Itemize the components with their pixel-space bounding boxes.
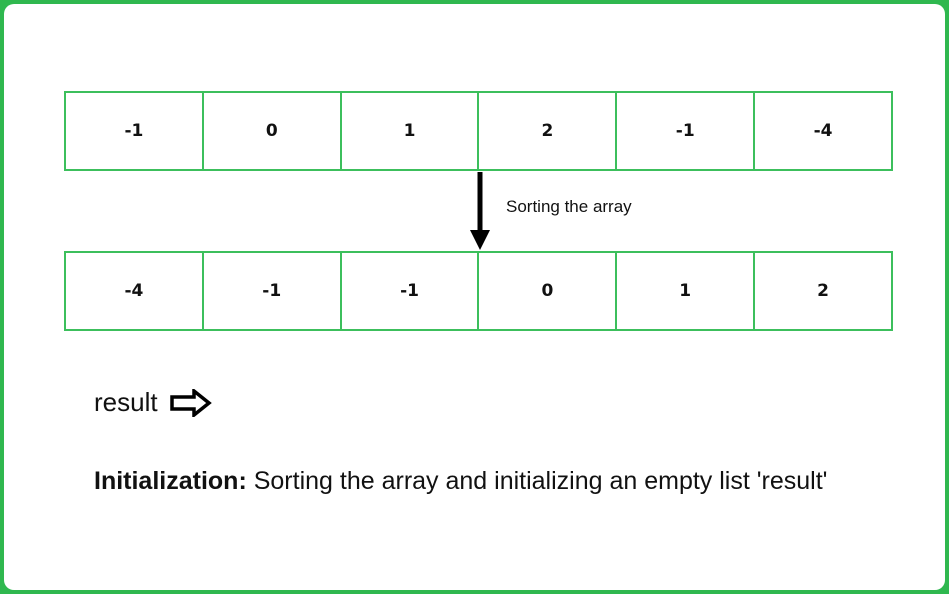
down-arrow-icon	[470, 172, 490, 250]
array-cell: -4	[755, 93, 893, 169]
array-cell: 2	[755, 253, 893, 329]
array-cell: 0	[479, 253, 618, 329]
result-label: result	[94, 387, 158, 417]
result-indicator: result	[94, 387, 212, 418]
array-cell: 1	[617, 253, 756, 329]
caption-text: Sorting the array and initializing an em…	[246, 467, 828, 495]
array-cell: 2	[479, 93, 618, 169]
sorting-step-label: Sorting the array	[506, 197, 632, 216]
right-arrow-icon	[169, 388, 212, 417]
original-array-row: -1 0 1 2 -1 -4	[64, 91, 893, 171]
caption: Initialization: Sorting the array and in…	[94, 467, 827, 496]
array-cell: -1	[617, 93, 756, 169]
array-cell: -1	[204, 253, 342, 329]
sorted-array-row: -4 -1 -1 0 1 2	[64, 251, 893, 331]
array-cell: -1	[66, 93, 204, 169]
caption-heading: Initialization:	[94, 467, 247, 495]
array-cell: 1	[342, 93, 480, 169]
diagram-frame: -1 0 1 2 -1 -4 Sorting the array -4 -1 -…	[4, 4, 945, 590]
array-cell: -1	[342, 253, 480, 329]
array-cell: 0	[204, 93, 342, 169]
array-cell: -4	[66, 253, 204, 329]
